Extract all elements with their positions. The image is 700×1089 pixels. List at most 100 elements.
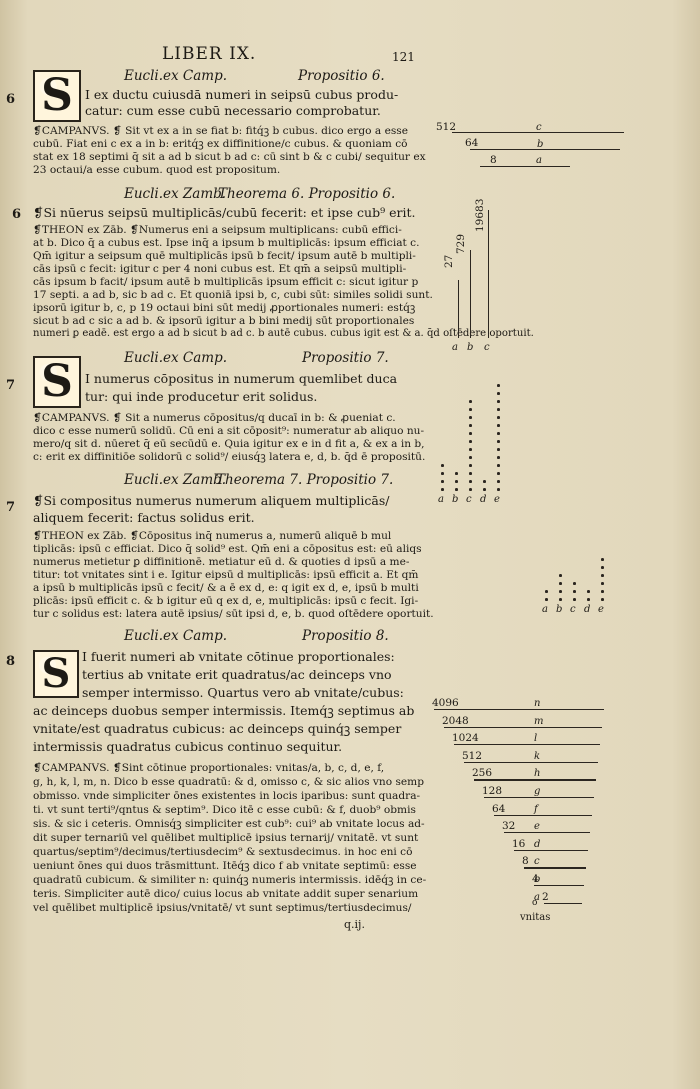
diagram-value: 19683	[474, 198, 486, 232]
commentary-line: quartus/septim⁹/decimus/tertiusdecim⁹ & …	[33, 846, 413, 858]
diagram-dot	[601, 558, 604, 561]
diagram-dot	[455, 472, 458, 475]
diagram-line	[544, 902, 582, 904]
section-heading-right: Theorema 7. Propositio 7.	[216, 472, 394, 488]
diagram-letter: d	[480, 494, 487, 505]
diagram-dot	[559, 574, 562, 577]
margin-number: 6	[12, 207, 22, 222]
diagram-value: 2	[542, 890, 549, 903]
commentary-line: obmisso. vnde simpliciter ōnes existente…	[33, 790, 421, 802]
section-heading-left: Eucli.ex Camp.	[124, 628, 228, 644]
diagram-dot	[469, 456, 472, 459]
diagram-dot	[497, 384, 500, 387]
diagram-letter: c	[570, 604, 576, 615]
diagram-value: 1024	[452, 732, 479, 745]
diagram-letter: e	[534, 821, 540, 833]
diagram-value: 512	[436, 121, 457, 133]
diagram-dot	[601, 590, 604, 593]
diagram-line	[514, 849, 588, 852]
diagram-letter: l	[534, 733, 538, 745]
diagram-line	[524, 867, 586, 869]
margin-number: 7	[6, 378, 16, 393]
diagram-value: 8	[490, 154, 497, 166]
diagram-dot	[587, 598, 590, 601]
diagram-dot	[559, 582, 562, 585]
diagram-line	[458, 280, 460, 338]
commentary-line: tiplicās: ipsū c efficiat. Dico q̄ solid…	[33, 543, 422, 555]
catchword: q.ij.	[344, 918, 365, 931]
section-heading-right: Propositio 7.	[302, 350, 389, 366]
enunciation-line: ❡Si nūerus seipsū multiplicās/cubū fecer…	[33, 205, 416, 220]
diagram-line	[444, 726, 602, 728]
diagram-dot	[469, 472, 472, 475]
diagram-letter: a	[534, 891, 540, 903]
enunciation-line: ❡Si compositus numerus numerum aliquem m…	[33, 493, 390, 508]
section-heading-left: Eucli.ex Camp.	[124, 68, 228, 84]
enunciation-line: I fuerit numeri ab vnitate cōtinue propo…	[82, 649, 395, 664]
margin-number: 8	[6, 654, 16, 669]
unit-mark: o	[532, 898, 538, 908]
diagram-letter: b	[467, 342, 474, 353]
diagram-line	[488, 210, 490, 338]
commentary-line: sicut b ad c sic a ad b. & ipsorū igitur…	[33, 315, 415, 327]
diagram-letter: k	[534, 750, 541, 762]
diagram-letter: c	[536, 122, 542, 133]
diagram-dot	[497, 416, 500, 419]
diagram-dot	[601, 574, 604, 577]
diagram-dot	[469, 424, 472, 427]
enunciation-line: catur: cum esse cubū necessario comproba…	[85, 103, 381, 118]
diagram-value: 27	[443, 254, 455, 268]
commentary-line: sis. & sic i ceteris. Omnisq́ꝫ simplicit…	[33, 818, 425, 830]
diagram-value: 4	[532, 873, 539, 885]
decorated-initial: S	[33, 70, 81, 122]
diagram-dot	[455, 480, 458, 483]
section-heading-right: Propositio 6.	[298, 68, 385, 84]
diagram-dot	[497, 464, 500, 467]
diagram-letter: c	[534, 856, 540, 868]
diagram-letter: a	[438, 494, 444, 505]
diagram-letter: g	[534, 786, 541, 797]
unit-label: vnitas	[520, 912, 551, 923]
commentary-line: ueniunt ōnes qui duos trāsmittunt. Itēq́…	[33, 860, 417, 872]
enunciation-line: I numerus cōpositus in numerum quemlibet…	[85, 371, 398, 386]
diagram-value: 32	[502, 820, 516, 833]
diagram-line	[452, 132, 624, 134]
diagram-letter: a	[452, 342, 458, 353]
diagram-value: 4096	[432, 697, 459, 709]
diagram-dot	[469, 480, 472, 483]
diagram-letter: b	[537, 139, 544, 150]
commentary-line: cās ipsum b facit/ ipsum autē b multipli…	[33, 276, 419, 288]
diagram-line	[470, 250, 472, 338]
diagram-dot	[545, 598, 548, 601]
commentary-line: numerus metietur ꝑ diffinitionē. metiatu…	[33, 556, 410, 568]
enunciation-line: tertius ab vnitate erit quadratus/ac dei…	[82, 667, 392, 682]
commentary-line: at b. Dico q̄ a cubus est. Ipse inq̄ a i…	[33, 237, 420, 249]
diagram-dot	[587, 590, 590, 593]
diagram-dot	[483, 488, 486, 491]
section-heading-left: Eucli.ex Camp.	[124, 350, 228, 366]
decorated-initial: S	[33, 356, 81, 408]
section-heading-right: Propositio 8.	[302, 628, 389, 644]
diagram-dot	[469, 416, 472, 419]
diagram-dot	[497, 440, 500, 443]
commentary-line: vel quēlibet multiplicē ipsius/vnitatē/ …	[33, 902, 412, 914]
enunciation-line: I ex ductu cuiusdā numeri in seipsū cubu…	[85, 87, 399, 102]
diagram-letter: a	[542, 604, 548, 615]
commentary-line: c: erit ex diffinitiōe solidorū c solid⁹…	[33, 451, 426, 463]
diagram-dot	[497, 488, 500, 491]
diagram-line	[464, 761, 598, 764]
diagram-letter: n	[534, 698, 541, 709]
diagram-dot	[573, 582, 576, 585]
commentary-line: dico c esse numerū solidū. Cū eni a sit …	[33, 425, 425, 437]
decorated-initial: S	[33, 650, 79, 698]
running-head: LIBER IX.	[162, 44, 257, 64]
commentary-line: ti. vt sunt terti⁹/qntus & septim⁹. Dico…	[33, 804, 416, 816]
diagram-line	[494, 814, 592, 816]
commentary-line: ❡CAMPANVS. ❡ Sit a numerus cōpositus/q d…	[33, 412, 396, 424]
commentary-line: ❡THEON ex Zāb. ❡Numerus eni a seipsum mu…	[33, 224, 402, 236]
diagram-line	[484, 797, 594, 799]
diagram-value: 2048	[442, 714, 469, 727]
diagram-dot	[497, 432, 500, 435]
diagram-value: 64	[492, 802, 506, 815]
